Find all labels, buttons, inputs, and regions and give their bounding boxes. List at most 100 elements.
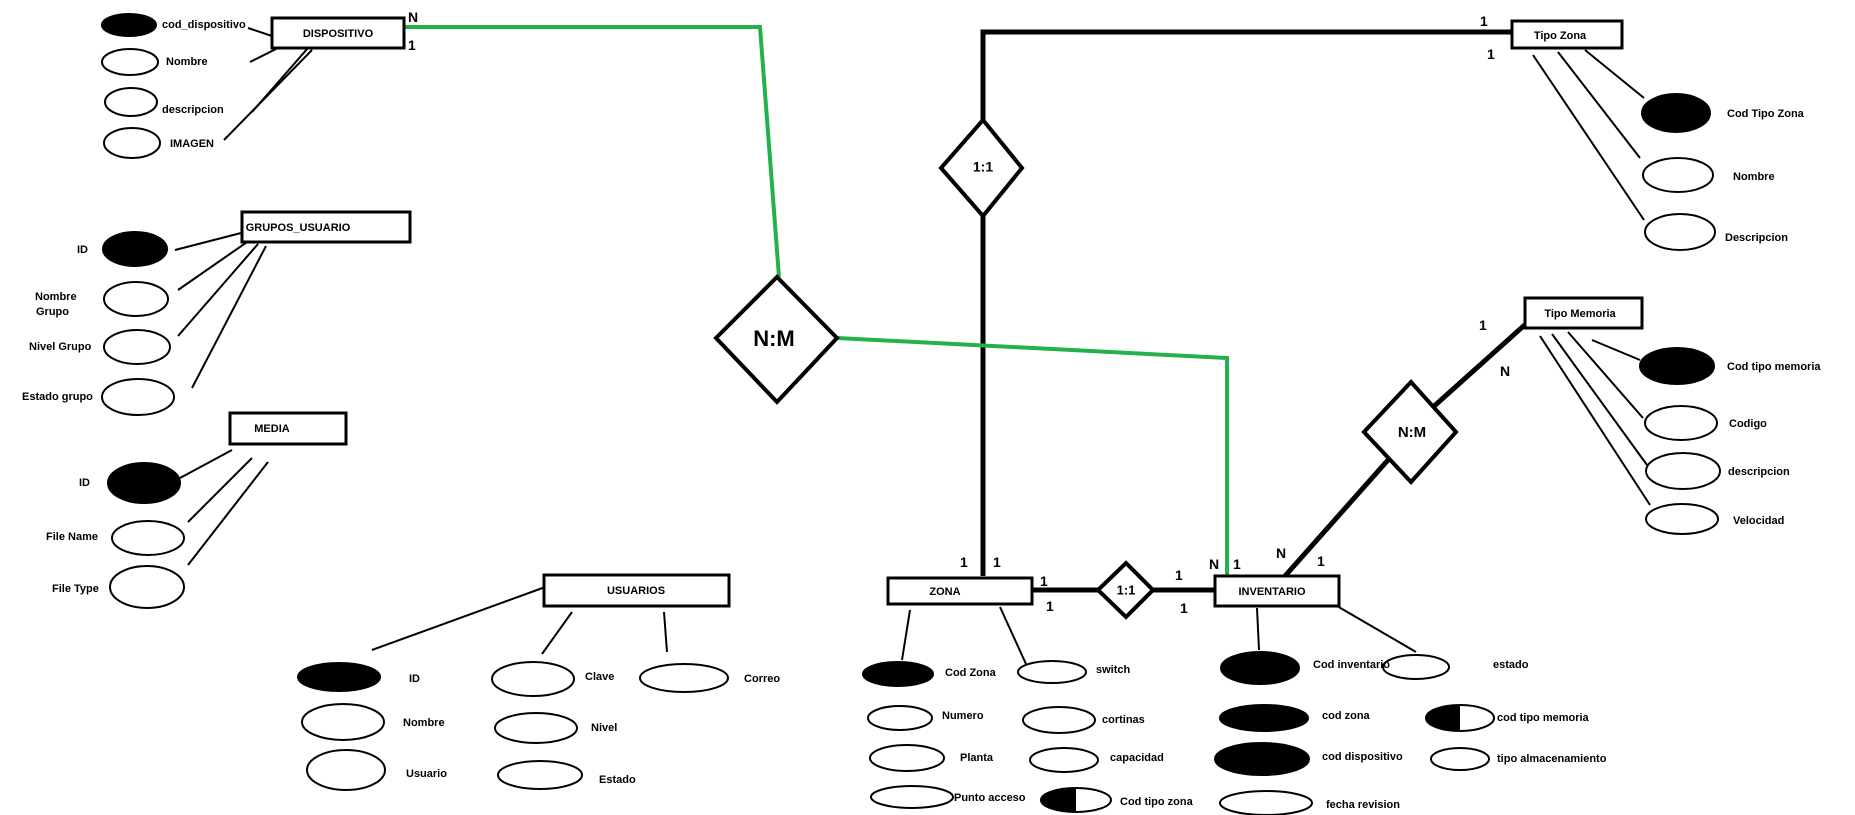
entity-dispositivo[interactable]: DISPOSITIVO [270,16,406,50]
attribute-oval [1382,654,1450,680]
entity-usuarios[interactable]: USUARIOS [542,573,731,608]
relationship-tipomemoria-inventario[interactable]: N:M [1361,379,1459,485]
attribute-label: Cod Tipo Zona [1727,108,1805,120]
attribute-label: ID [77,244,88,256]
card-dispositivo-1: 1 [408,37,416,53]
attribute-key-oval [1220,651,1300,685]
attribute-oval [103,127,161,159]
attribute-label: Grupo [36,306,69,318]
attribute-label: Clave [585,671,614,683]
attribute-key-oval [1214,742,1310,776]
relationship-label: N:M [1398,424,1426,441]
attribute-oval [1017,660,1087,684]
attribute-label: File Type [52,583,99,595]
attribute-label: switch [1096,664,1131,676]
attribute-label: cod_dispositivo [162,19,246,31]
attribute-label: cod zona [1322,710,1371,722]
card-inv-left-b: 1 [1180,600,1188,616]
entity-grupos-usuario[interactable]: GRUPOS_USUARIO [240,210,412,244]
attribute-label: Cod tipo memoria [1727,361,1821,373]
relationship-zona-inventario[interactable]: 1:1 [1095,560,1156,620]
entity-label: USUARIOS [607,585,665,597]
attribute-oval [103,329,171,365]
attribute-oval [869,744,945,772]
attribute-oval [1029,747,1099,773]
entity-label: INVENTARIO [1238,586,1305,598]
entity-label: Tipo Zona [1534,30,1587,42]
attribute-label: estado [1493,659,1529,671]
attribute-key-oval [102,231,168,267]
attribute-oval [1644,213,1716,251]
attribute-oval [306,749,386,791]
attribute-link-lines [174,27,1651,665]
card-tipomem-1: 1 [1479,317,1487,333]
card-tipozona-a: 1 [1480,13,1488,29]
entity-label: ZONA [929,586,960,598]
entity-label: DISPOSITIVO [303,28,374,40]
attribute-key-oval [1641,93,1711,133]
attribute-oval [1644,405,1718,441]
attribute-label: Codigo [1729,418,1767,430]
attribute-partial-key-fill [1426,705,1460,731]
entity-inventario[interactable]: INVENTARIO [1213,574,1341,608]
attribute-oval [491,661,575,697]
relationship-tipozona-zona[interactable]: 1:1 [938,116,1025,220]
attributes-tipo-memoria: Cod tipo memoria Codigo descripcion Velo… [1639,347,1821,535]
attribute-label: Nivel Grupo [29,341,92,353]
relationship-label: 1:1 [973,159,993,175]
attribute-label: cortinas [1102,714,1145,726]
card-tipozona-b: 1 [1487,46,1495,62]
attributes-grupos-usuario: ID Nombre Grupo Nivel Grupo Estado grupo [22,231,175,416]
attribute-partial-key-fill [1041,788,1076,812]
attribute-oval [494,712,578,744]
relationship-dispositivo-inventario[interactable]: N:M [713,274,840,405]
attribute-label: descripcion [162,104,224,116]
attribute-label: ID [409,673,420,685]
line-inventario-relmem [1283,458,1390,578]
attribute-label: Descripcion [1725,232,1788,244]
entity-label: Tipo Memoria [1544,308,1616,320]
attribute-label: File Name [46,531,98,543]
attribute-label: Usuario [406,768,447,780]
attributes-media: ID File Name File Type [46,462,185,609]
attribute-label: Planta [960,752,994,764]
entity-tipo-zona[interactable]: Tipo Zona [1510,19,1624,50]
attribute-oval [101,378,175,416]
attribute-label: ID [79,477,90,489]
attribute-oval [1022,706,1096,734]
line-tipozona-rel [980,29,1512,120]
attribute-key-oval [1639,347,1715,385]
attribute-oval [1645,452,1721,490]
attribute-label: Numero [942,710,984,722]
attribute-oval [1642,157,1714,193]
line-dispositivo-relnm [405,25,781,278]
card-tipomem-n: N [1500,363,1510,379]
attribute-label: Nombre [35,291,77,303]
attribute-label: IMAGEN [170,138,214,150]
attribute-label: Nombre [403,717,445,729]
attribute-key-oval [862,661,934,687]
card-dispositivo-n: N [408,9,418,25]
entity-zona[interactable]: ZONA [886,576,1034,606]
entity-label: MEDIA [254,423,290,435]
attribute-oval [104,87,158,117]
attribute-partial-key-oval [1425,704,1495,732]
card-inv-top-n2: N [1276,545,1286,561]
line-relmem-tipomemoria [1430,320,1530,410]
attribute-oval [497,760,583,790]
attribute-label: Estado grupo [22,391,93,403]
card-zona-right-b: 1 [1046,598,1054,614]
attribute-oval [109,565,185,609]
entity-media[interactable]: MEDIA [228,411,348,446]
attribute-oval [867,705,933,731]
entity-tipo-memoria[interactable]: Tipo Memoria [1523,296,1644,330]
card-inv-top-1: 1 [1233,556,1241,572]
attribute-label: descripcion [1728,466,1790,478]
attributes-dispositivo: cod_dispositivo Nombre descripcion IMAGE… [101,13,246,159]
attribute-label: capacidad [1110,752,1164,764]
attribute-label: Cod inventario [1313,659,1390,671]
attribute-oval [301,703,385,741]
attributes-usuarios: ID Nombre Usuario Clave Nivel Estado Cor… [297,661,780,791]
attribute-oval [111,520,185,556]
